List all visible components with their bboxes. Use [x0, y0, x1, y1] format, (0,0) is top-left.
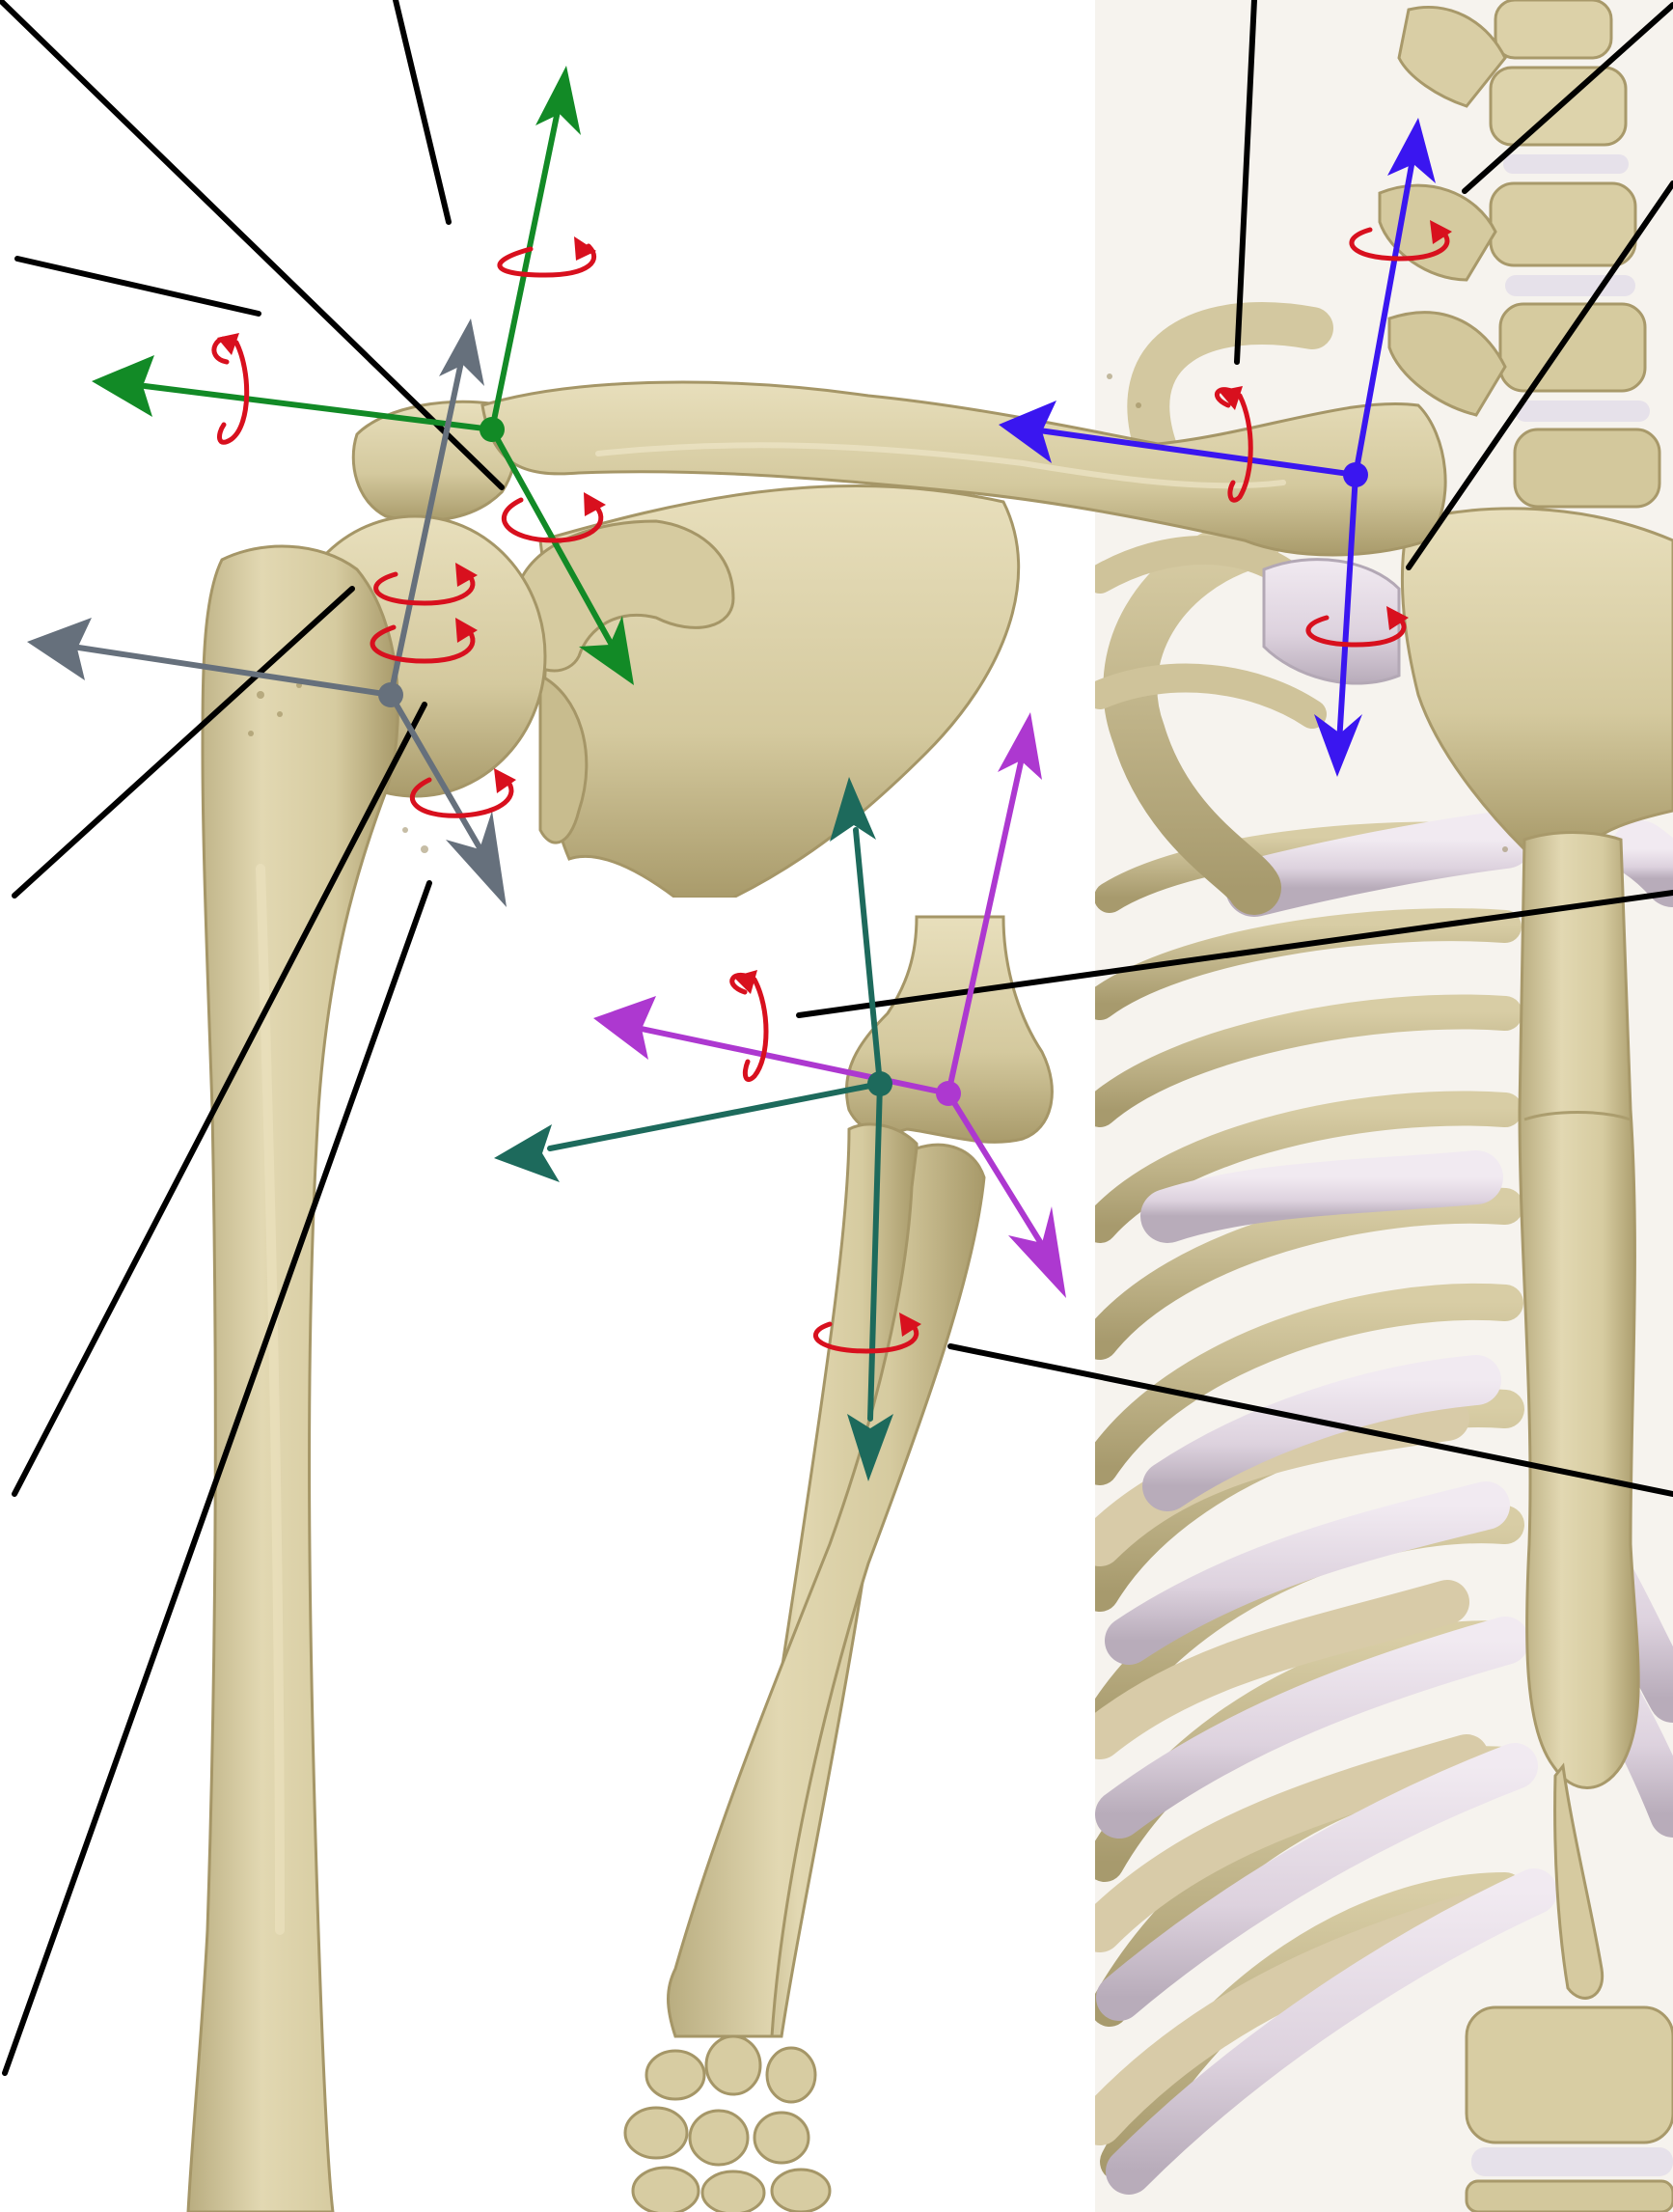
axis-arrowhead-icon — [446, 811, 507, 907]
forearm-panel — [540, 898, 1095, 2212]
axis-arrowhead-icon — [847, 1414, 893, 1481]
acromioclavicular-frame — [92, 66, 634, 685]
rotation-arrow-icon — [373, 563, 478, 606]
leader-line-9 — [1406, 180, 1673, 570]
carpal-bones — [623, 2034, 832, 2212]
leader-line-2 — [393, 0, 452, 225]
axis-arrowhead-icon — [830, 777, 876, 842]
glenohumeral-frame — [27, 318, 507, 907]
rotation-arrow-icon — [370, 618, 478, 664]
rotation-arrow-icon — [409, 768, 516, 818]
axis-arrowhead-icon — [27, 618, 92, 680]
bone-texture-dots — [248, 373, 1508, 853]
acromion — [351, 400, 518, 523]
axis-arrowhead-icon — [494, 1124, 560, 1182]
shoulder-panel — [186, 373, 1508, 2212]
rotation-arrow-icon — [1305, 606, 1409, 648]
coracoid-process — [519, 519, 735, 673]
rotation-arrow-icon — [813, 1313, 921, 1354]
joint-center-dot-icon — [936, 1081, 961, 1106]
axis-arrowhead-icon — [1387, 118, 1436, 183]
rotation-arrow-icon — [211, 333, 250, 445]
leader-line-10 — [796, 890, 1673, 1018]
axis-arrowhead-icon — [998, 712, 1042, 780]
axis-arrowhead-icon — [579, 616, 634, 685]
leader-line-3 — [14, 256, 261, 317]
rotation-arrow-icon — [729, 970, 769, 1083]
leader-lines — [0, 0, 1673, 2076]
leader-line-4 — [12, 586, 355, 899]
humerus — [186, 544, 399, 2212]
axis-arrowhead-icon — [999, 401, 1056, 463]
axis-arrowhead-icon — [439, 318, 484, 386]
leader-line-11 — [947, 1343, 1673, 1497]
upper-ribs — [1095, 302, 1333, 915]
leader-line-8 — [1462, 2, 1673, 194]
leader-line-7 — [1234, 0, 1257, 365]
humeroulnar-frame — [494, 777, 893, 1481]
sternum — [1400, 507, 1673, 2000]
axis-arrowhead-icon — [593, 996, 656, 1060]
joint-center-dot-icon — [480, 417, 505, 442]
axis-arrowhead-icon — [92, 355, 154, 417]
leader-line-5 — [12, 702, 427, 1497]
axis-arrowhead-icon — [1008, 1206, 1066, 1298]
joint-center-dot-icon — [867, 1071, 892, 1096]
rotation-arrow-icon — [501, 492, 606, 543]
joint-center-dot-icon — [1343, 462, 1368, 487]
rotation-arrow-icon — [1349, 220, 1452, 262]
leader-line-1 — [0, 0, 505, 490]
joint-center-dot-icon — [378, 682, 403, 707]
rotation-arrow-icon — [497, 236, 596, 278]
axis-arrowhead-icon — [1314, 714, 1362, 777]
humeroradial-frame — [593, 712, 1066, 1298]
axis-arrowhead-icon — [535, 66, 581, 135]
leader-line-6 — [2, 880, 432, 2076]
sternoclavicular-disc — [1262, 558, 1401, 685]
rotation-arrows — [211, 220, 1452, 1354]
rotation-arrow-icon — [1214, 386, 1253, 503]
radius — [667, 1143, 986, 2038]
rib-cage-panel — [1095, 0, 1673, 2212]
sternoclavicular-frame — [999, 118, 1436, 777]
